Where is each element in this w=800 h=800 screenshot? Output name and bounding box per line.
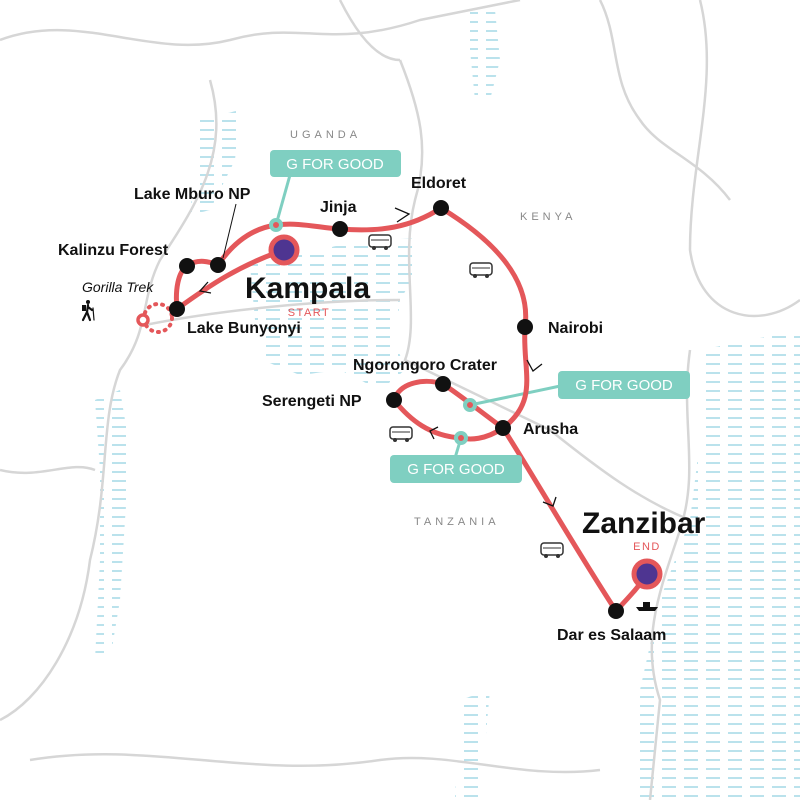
label-lake-mburo: Lake Mburo NP [134,186,251,203]
g-for-good-label: G FOR GOOD [575,377,673,394]
g-for-good-label: G FOR GOOD [286,156,384,173]
direction-arrow [198,281,212,294]
indian-ocean [640,330,800,800]
stops [169,200,663,619]
label-nairobi: Nairobi [548,320,603,337]
country-label-tanzania: TANZANIA [414,516,500,528]
stop-lake-bunyonyi[interactable] [169,301,185,317]
g-for-good-callout[interactable]: G FOR GOOD [270,150,401,177]
g-for-good-callout[interactable]: G FOR GOOD [558,371,690,399]
direction-arrow [542,496,557,507]
lake-turkana [470,10,500,100]
stop-eldoret[interactable] [433,200,449,216]
label-gorilla-trek: Gorilla Trek [82,279,154,295]
gorilla-trek-marker[interactable] [136,313,150,327]
label-zanzibar: Zanzibar [582,507,706,540]
label-jinja: Jinja [320,199,357,216]
stop-kampala-start[interactable] [268,234,300,266]
lake-tanganyika [95,390,130,660]
g-for-good-marker[interactable] [463,398,477,412]
label-dar-es-salaam: Dar es Salaam [557,627,666,644]
label-serengeti: Serengeti NP [262,393,362,410]
bus-icon [389,426,413,442]
boat-icon [636,602,658,611]
label-kampala: Kampala [245,272,370,305]
end-tag: END [633,541,661,553]
start-tag: START [288,307,331,319]
callout-line [469,383,566,407]
country-label-uganda: UGANDA [290,129,361,141]
callout-line [274,174,292,226]
g-for-good-marker[interactable] [269,218,283,232]
direction-arrow [526,359,543,372]
label-eldoret: Eldoret [411,175,467,192]
direction-arrow [429,426,439,440]
label-leader-line [222,203,237,259]
stop-zanzibar-end[interactable] [631,558,663,590]
stop-serengeti[interactable] [386,392,402,408]
label-kalinzu: Kalinzu Forest [58,242,169,259]
direction-arrow [394,207,411,223]
stop-lake-mburo[interactable] [210,257,226,273]
hiker-icon [81,300,95,322]
g-for-good-callout[interactable]: G FOR GOOD [390,455,522,483]
lake-victoria [250,238,420,390]
label-lake-bunyonyi: Lake Bunyonyi [187,320,301,337]
bus-icon [368,234,392,250]
stop-nairobi[interactable] [517,319,533,335]
lake-nyasa [455,690,490,800]
g-for-good-label: G FOR GOOD [407,461,505,478]
stop-dar-es-salaam[interactable] [608,603,624,619]
stop-ngorongoro[interactable] [435,376,451,392]
bus-icon [469,262,493,278]
bus-icon [540,542,564,558]
water-bodies [95,10,800,800]
gorilla-trek-loop [136,302,174,334]
g-for-good-marker[interactable] [454,431,468,445]
country-label-kenya: KENYA [520,211,576,223]
stop-arusha[interactable] [495,420,511,436]
stop-jinja[interactable] [332,221,348,237]
stop-kalinzu[interactable] [179,258,195,274]
label-ngorongoro: Ngorongoro Crater [353,357,497,374]
label-arusha: Arusha [523,421,578,438]
